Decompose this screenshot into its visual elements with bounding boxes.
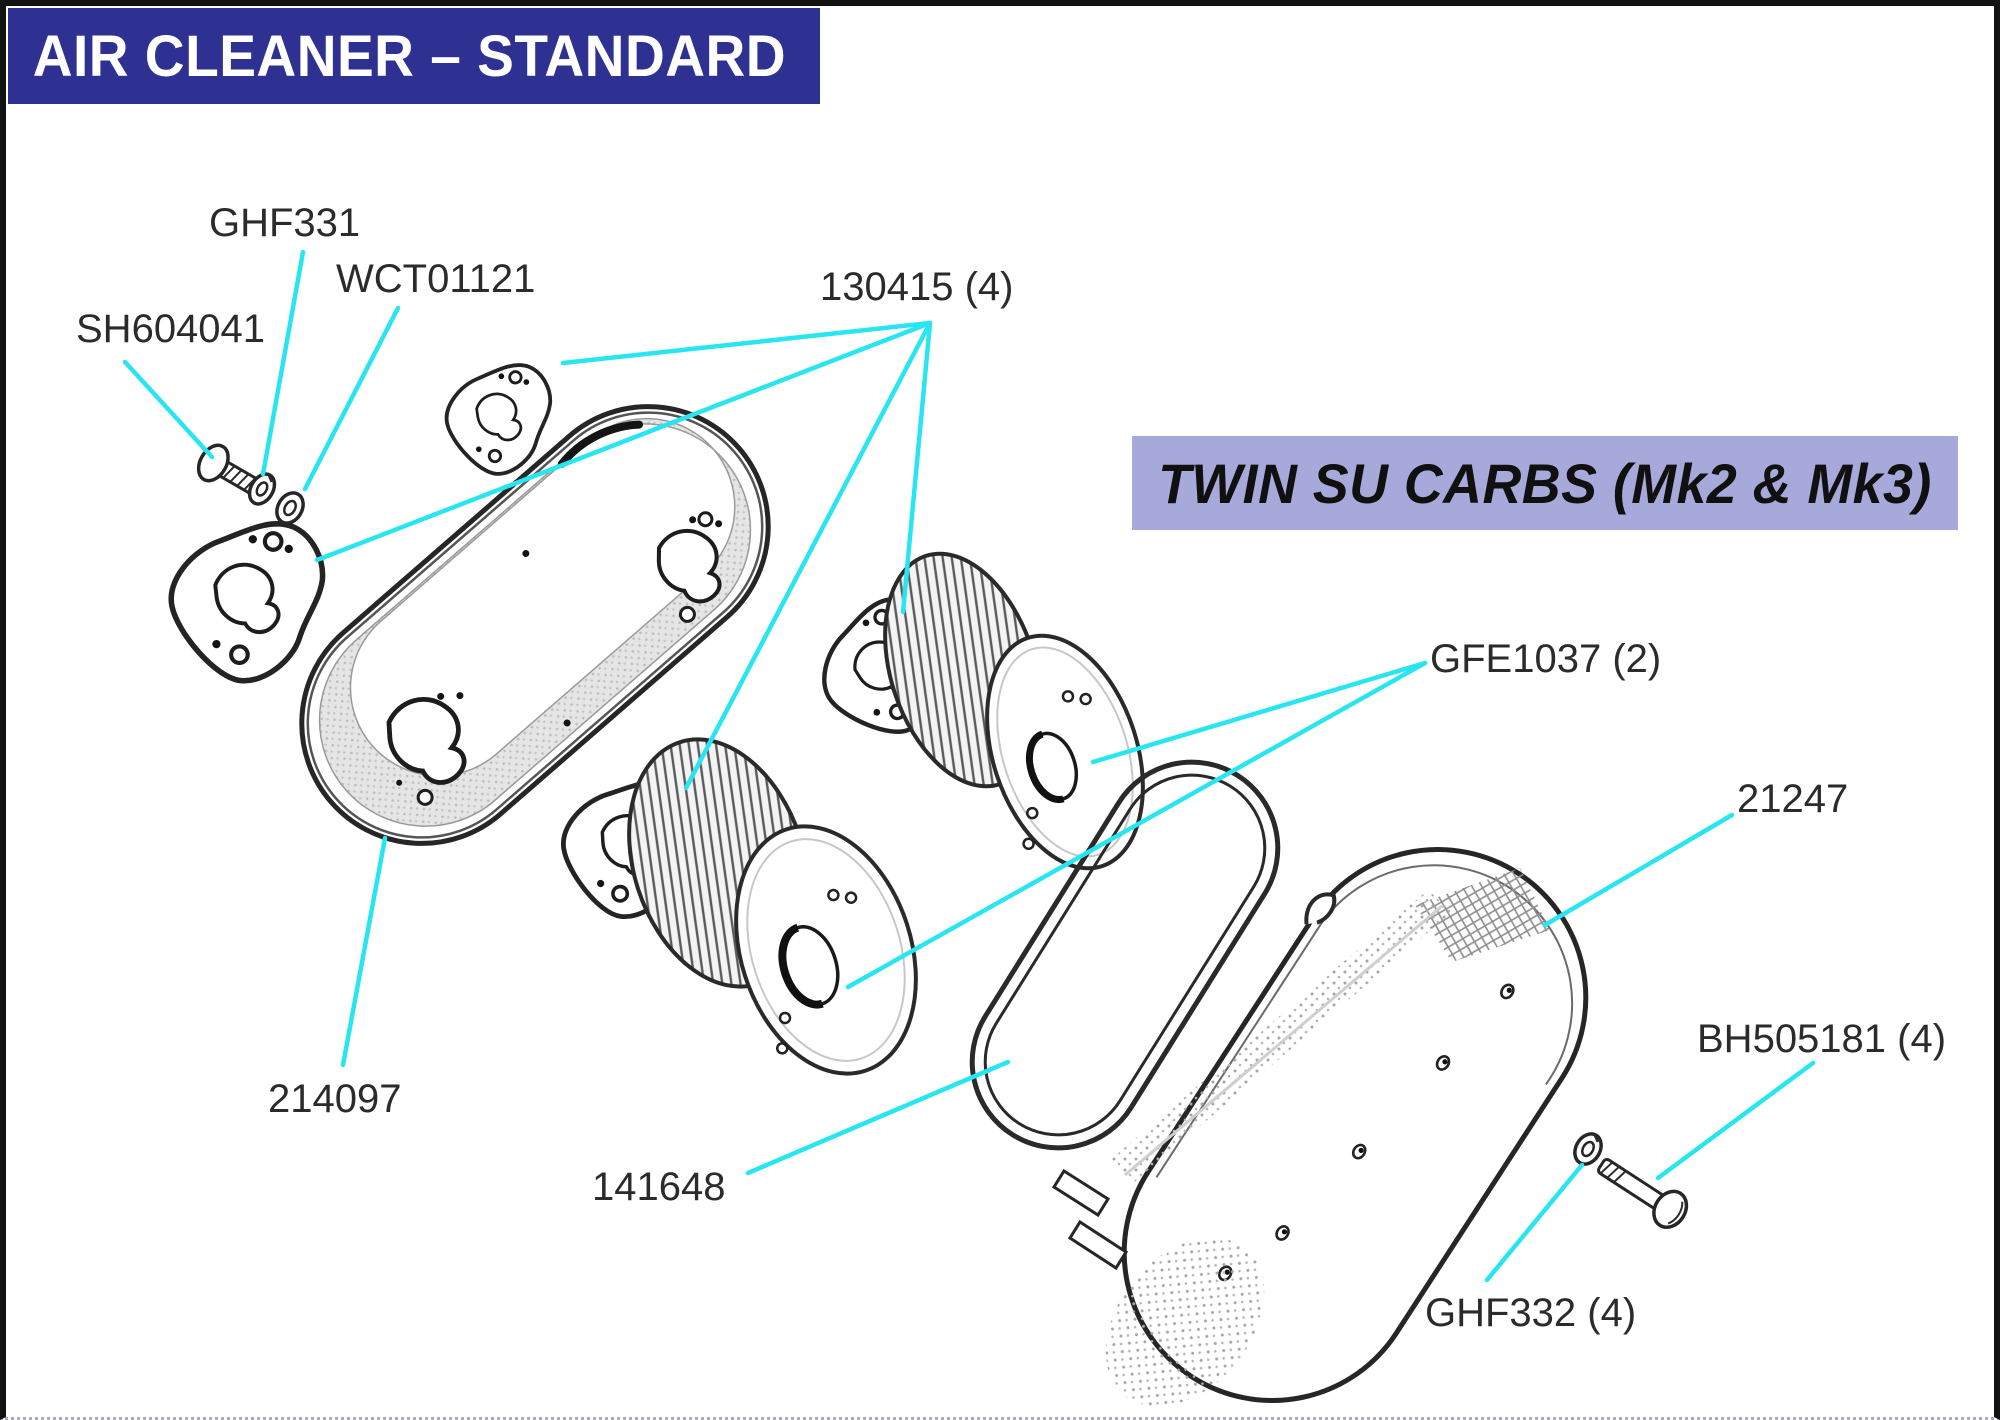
filter-element-right-drawing — [883, 551, 1145, 871]
nut-drawing — [275, 491, 305, 525]
bolt-drawing — [1597, 1158, 1689, 1229]
page-title: AIR CLEANER – STANDARD — [32, 23, 787, 89]
part-label-nut: WCT01121 — [336, 257, 536, 301]
filter-element-left-drawing — [627, 737, 918, 1076]
cover-tab-1 — [1051, 1168, 1111, 1218]
variant-banner: TWIN SU CARBS (Mk2 & Mk3) — [1132, 436, 1958, 530]
part-label-seal: 141648 — [592, 1165, 726, 1209]
part-label-screw: SH604041 — [76, 307, 266, 351]
seal-ring-drawing — [969, 759, 1281, 1151]
part-label-washers: GHF332 (4) — [1425, 1291, 1637, 1335]
washer-drawing — [1573, 1132, 1603, 1166]
part-label-elements: GFE1037 (2) — [1430, 637, 1662, 681]
part-label-gaskets: 130415 (4) — [820, 265, 1014, 309]
spring-washer-drawing — [247, 472, 277, 506]
part-label-spring-washer: GHF331 — [209, 201, 361, 245]
part-label-cover: 21247 — [1737, 777, 1849, 821]
leader-lines — [122, 249, 1816, 1283]
part-label-backplate: 214097 — [268, 1077, 402, 1121]
part-label-bolts: BH505181 (4) — [1697, 1017, 1947, 1061]
cover-tab-2 — [1067, 1219, 1129, 1271]
title-banner: AIR CLEANER – STANDARD — [8, 8, 820, 104]
variant-title: TWIN SU CARBS (Mk2 & Mk3) — [1158, 451, 1932, 515]
cover-drawing — [1051, 847, 1589, 1407]
backplate-drawing — [299, 404, 771, 846]
